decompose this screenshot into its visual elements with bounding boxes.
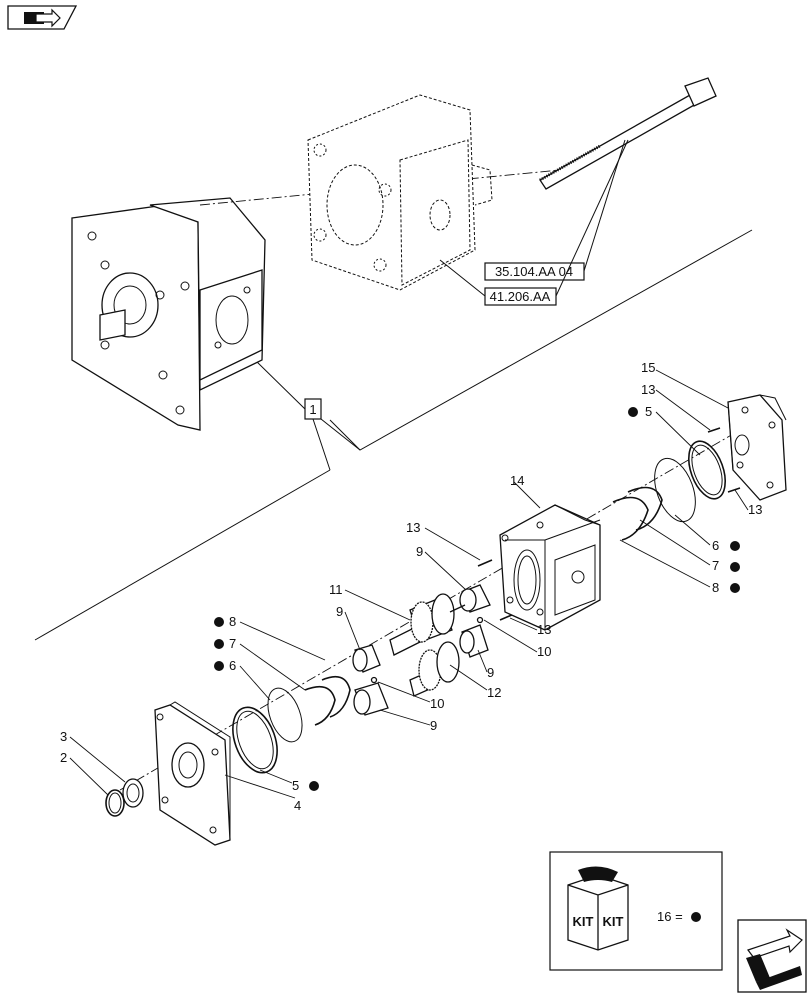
callout-3: 3: [60, 729, 67, 744]
callout-13-a: 13: [406, 520, 420, 535]
callout-7-right: 7: [712, 558, 719, 573]
top-nav-button[interactable]: [7, 5, 78, 30]
reference-box-b[interactable]: 41.206.AA: [484, 287, 557, 306]
callout-9-b: 9: [416, 544, 423, 559]
reference-text-b: 41.206.AA: [490, 289, 551, 304]
centerline-exploded: [119, 429, 741, 791]
kit-legend: KIT KIT 16 =: [549, 851, 723, 971]
part-8-ring-right: [612, 496, 649, 541]
callout-labels: 3 2 4 5 6 7 8 9 11 9 13 9 10 12 9 10 13 …: [60, 360, 762, 813]
kit-box-icon: KIT KIT: [567, 866, 629, 951]
assembly-number: 1: [309, 402, 316, 417]
part-7-ring-left: [304, 685, 336, 726]
part-6-seal-right: [654, 457, 696, 523]
assembled-pump: [71, 197, 266, 431]
kit-dot: [691, 912, 701, 922]
part-5-oring-right: [687, 440, 727, 500]
callout-12: 12: [487, 685, 501, 700]
callout-15: 15: [641, 360, 655, 375]
part-10-pin-b: [476, 616, 484, 624]
part-9-bushing-a: [352, 644, 381, 673]
callout-13-d: 13: [748, 502, 762, 517]
reference-pump-body: [307, 94, 493, 291]
callout-8-left: 8: [229, 614, 236, 629]
kit-marker-dots: [214, 407, 740, 791]
part-9-bushing-d: [459, 624, 489, 658]
part-9-bushing-c: [459, 584, 491, 613]
callout-13-b: 13: [537, 622, 551, 637]
part-13-dowel-c: [707, 427, 721, 433]
book-arrow-icon: [24, 8, 61, 28]
section-line-left: [34, 469, 331, 641]
part-14-pump-body: [499, 504, 601, 631]
callout-9-a: 9: [336, 604, 343, 619]
next-page-button[interactable]: [737, 919, 807, 993]
part-13-dowel-d: [727, 487, 741, 493]
callout-2: 2: [60, 750, 67, 765]
part-2-circlip: [105, 789, 125, 817]
part-6-seal-left: [267, 687, 303, 743]
part-15-rear-cover: [727, 394, 787, 501]
part-7-ring-right: [627, 486, 663, 531]
part-8-ring-left: [321, 675, 351, 718]
callout-6-left: 6: [229, 658, 236, 673]
callout-9-c: 9: [430, 718, 437, 733]
part-13-dowel-a: [477, 559, 493, 567]
callout-6-right: 6: [712, 538, 719, 553]
callout-13-c: 13: [641, 382, 655, 397]
part-4-front-flange: [154, 701, 231, 846]
assembly-label: 1: [254, 359, 361, 471]
part-3-seal: [122, 778, 144, 808]
callout-7-left: 7: [229, 636, 236, 651]
through-bolt: [539, 77, 717, 190]
callout-10-b: 10: [537, 644, 551, 659]
reference-text-a: 35.104.AA 04: [495, 264, 573, 279]
callout-5-left: 5: [292, 778, 299, 793]
part-10-pin-a: [370, 676, 378, 684]
callout-4: 4: [294, 798, 301, 813]
callout-10-a: 10: [430, 696, 444, 711]
part-5-oring-left: [232, 706, 278, 774]
part-12-driven-gear: [409, 641, 460, 697]
kit-word-right: KIT: [603, 914, 624, 929]
part-9-bushing-b: [353, 682, 389, 716]
callout-9-d: 9: [487, 665, 494, 680]
kit-word-left: KIT: [573, 914, 594, 929]
reference-box-a[interactable]: 35.104.AA 04: [484, 262, 585, 281]
callout-11: 11: [329, 582, 343, 597]
leader-lines: [69, 369, 749, 799]
callout-8-right: 8: [712, 580, 719, 595]
kit-legend-text: 16 =: [657, 909, 683, 924]
callout-14: 14: [510, 473, 524, 488]
part-11-drive-gear: [389, 593, 466, 656]
callout-5-right: 5: [645, 404, 652, 419]
next-page-arrow-icon: [746, 928, 803, 990]
